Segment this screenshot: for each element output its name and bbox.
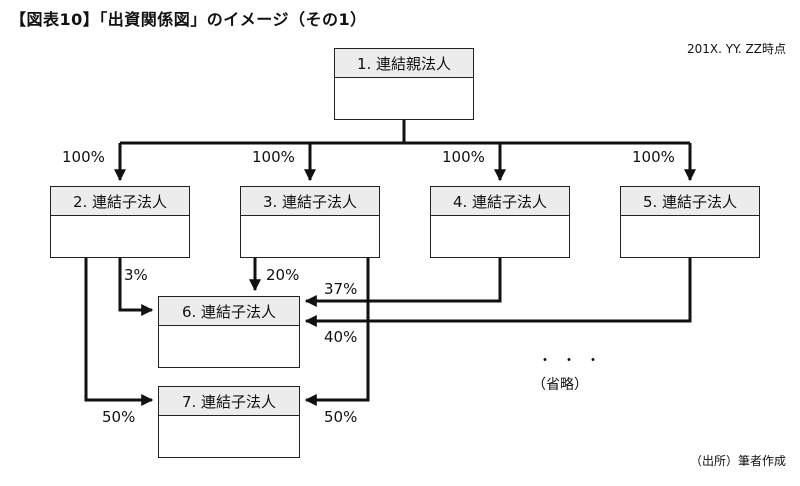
edge-label-1-4: 100%: [442, 148, 485, 166]
edge-4-6: [304, 258, 502, 307]
edge-5-6: [304, 258, 692, 327]
edge-label-5-6: 40%: [324, 328, 358, 346]
node-1-label: 1. 連結親法人: [335, 49, 473, 78]
edge-2-7: [84, 258, 154, 406]
node-4: 4. 連結子法人: [430, 186, 570, 258]
edge-label-1-2: 100%: [62, 148, 105, 166]
node-7-label: 7. 連結子法人: [159, 387, 299, 416]
node-6-label: 6. 連結子法人: [159, 297, 299, 326]
edge-label-3-7: 50%: [324, 408, 358, 426]
node-2: 2. 連結子法人: [50, 186, 190, 258]
node-1: 1. 連結親法人: [334, 48, 474, 120]
edge-label-2-6: 3%: [124, 266, 148, 284]
node-6: 6. 連結子法人: [158, 296, 300, 368]
figure-title: 【図表10】「出資関係図」のイメージ（その1）: [10, 10, 367, 29]
node-2-label: 2. 連結子法人: [51, 187, 189, 216]
edge-label-2-7: 50%: [102, 408, 136, 426]
node-4-label: 4. 連結子法人: [431, 187, 569, 216]
edge-label-4-6: 37%: [324, 280, 358, 298]
ellipsis: ・・・: [538, 353, 610, 369]
edge-label-1-5: 100%: [632, 148, 675, 166]
edge-3-7: [304, 258, 370, 406]
edge-label-1-3: 100%: [252, 148, 295, 166]
as-of-date: 201X. YY. ZZ時点: [686, 42, 786, 56]
node-7: 7. 連結子法人: [158, 386, 300, 458]
node-3-label: 3. 連結子法人: [241, 187, 379, 216]
node-3: 3. 連結子法人: [240, 186, 380, 258]
node-5-label: 5. 連結子法人: [621, 187, 759, 216]
edge-label-3-6: 20%: [266, 266, 300, 284]
edge-2-6: [118, 258, 154, 316]
source-note: （出所）筆者作成: [689, 454, 786, 468]
node-5: 5. 連結子法人: [620, 186, 760, 258]
omitted-note: （省略）: [532, 377, 588, 393]
